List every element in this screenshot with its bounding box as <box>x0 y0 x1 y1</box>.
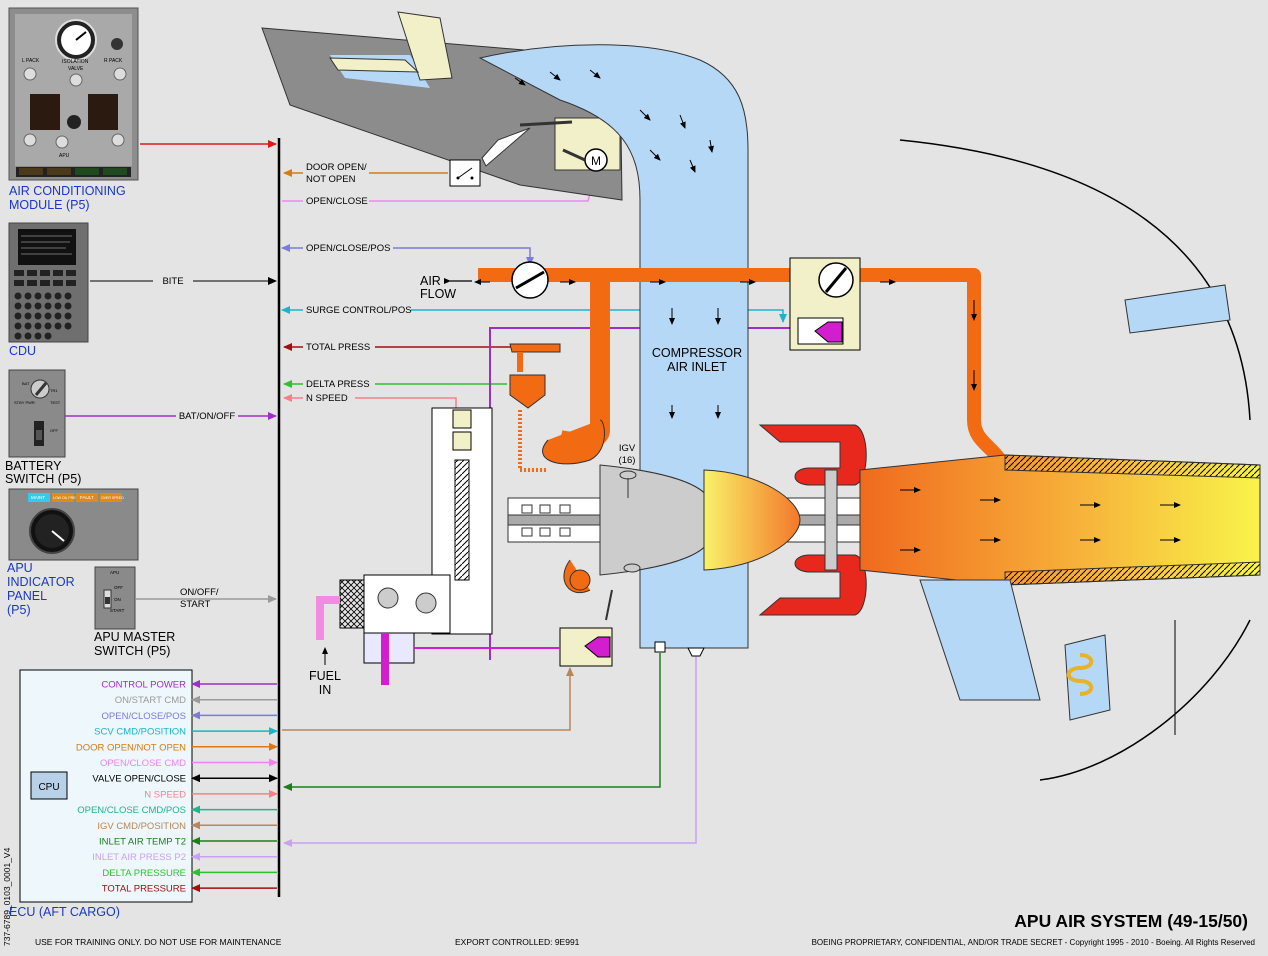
door-switch-icon <box>449 159 481 187</box>
maint-text: MAINT <box>31 495 45 500</box>
ecu-row-label: OPEN/CLOSE/POS <box>102 711 186 722</box>
ac-module-label-1: AIR CONDITIONING <box>9 184 126 198</box>
ecu-row-label: INLET AIR PRESS P2 <box>92 852 186 863</box>
fuel-filter-icon <box>339 579 365 629</box>
ecu-row-label: SCV CMD/POSITION <box>94 727 186 738</box>
door-open-label-1: DOOR OPEN/ <box>306 162 367 173</box>
r-pack-text: R PACK <box>104 58 123 64</box>
apu-panel-label-1: APU <box>7 561 33 575</box>
onoff-label-1: ON/OFF/ <box>180 587 219 598</box>
drive-gear-icon <box>415 592 437 614</box>
apu-master-switch-panel: APU OFF ON START APU MASTER SWITCH (P5) <box>94 566 175 658</box>
exhaust-duct <box>859 454 1261 586</box>
door-open-label-2: NOT OPEN <box>306 174 356 185</box>
footer-export-notice: EXPORT CONTROLLED: 9E991 <box>455 937 580 947</box>
tr1-text: TR1 <box>50 388 58 393</box>
bat-text: BAT <box>22 381 30 386</box>
ecu-row-label: CONTROL POWER <box>101 680 186 691</box>
bleed-air-duct: AIR FLOW <box>420 268 1006 594</box>
air-flow-label-1: AIR <box>420 274 441 288</box>
ecu-row-label: N SPEED <box>144 789 186 800</box>
motor-label: M <box>591 154 601 168</box>
ecu-signal-list: CONTROL POWER ON/START CMD OPEN/CLOSE/POS S… <box>76 680 278 895</box>
ecu-row-label: TOTAL PRESSURE <box>102 884 186 895</box>
ecu-box: CPU ECU (AFT CARGO) CONTROL POWER ON/STAR… <box>9 669 278 919</box>
ac-module-label-2: MODULE (P5) <box>9 198 90 212</box>
apu-panel-label-2: INDICATOR <box>7 575 75 589</box>
igv-label-1: IGV <box>619 443 636 454</box>
igv-label-2: (16) <box>619 455 636 466</box>
nacelle-lower-outline <box>1039 619 1251 781</box>
bat-label: BAT/ON/OFF <box>179 411 235 422</box>
fault-text: FAULT <box>80 495 94 500</box>
battery-switch-panel: BAT TR1 STBY PWR TEST OFF BATTERY SWITCH… <box>5 369 81 486</box>
cdu-label: CDU <box>9 344 36 358</box>
battery-label-1: BATTERY <box>5 459 62 473</box>
ecu-row-label: INLET AIR TEMP T2 <box>99 837 186 848</box>
ecu-row-label: OPEN/CLOSE CMD/POS <box>77 805 186 816</box>
open-close-label: OPEN/CLOSE <box>306 196 368 207</box>
bite-label: BITE <box>162 276 183 287</box>
air-flow-label-2: FLOW <box>420 287 456 301</box>
l-pack-text: L PACK <box>22 58 40 64</box>
ecu-row-label: DOOR OPEN/NOT OPEN <box>76 742 186 753</box>
open-close-pos-label: OPEN/CLOSE/POS <box>306 243 390 254</box>
cpu-label: CPU <box>38 782 59 793</box>
fuel-label-2: IN <box>319 683 332 697</box>
cooling-air-duct <box>1124 284 1231 334</box>
battery-label-2: SWITCH (P5) <box>5 472 81 486</box>
master-on-text: ON <box>114 597 121 602</box>
fuel-label-1: FUEL <box>309 669 341 683</box>
diagram-title: APU AIR SYSTEM (49-15/50) <box>1014 911 1248 931</box>
ecu-row-label: ON/START CMD <box>115 695 186 706</box>
inlet-pressure-sensor-icon <box>687 647 705 657</box>
test-text: TEST <box>50 400 61 405</box>
nacelle-upper-outline <box>899 139 1251 421</box>
master-apu-text: APU <box>110 570 119 575</box>
fuel-control-unit: FUEL IN <box>309 407 560 697</box>
cdu-panel: CDU <box>8 222 89 358</box>
ecu-row-label: DELTA PRESSURE <box>102 868 186 879</box>
stby-pwr-text: STBY PWR <box>14 400 35 405</box>
overspeed-text: OVER SPEED <box>101 496 124 500</box>
igv-actuator: IGV (16) <box>559 443 641 667</box>
ecu-label: ECU (AFT CARGO) <box>9 905 120 919</box>
maint-light <box>28 493 50 502</box>
cpu-box <box>30 771 68 800</box>
valve-text: VALVE <box>68 66 84 72</box>
inlet-label-2: AIR INLET <box>667 360 727 374</box>
n-speed-label: N SPEED <box>306 393 348 404</box>
inlet-label-1: COMPRESSOR <box>652 346 742 360</box>
apu-bleed-text: APU <box>59 153 70 159</box>
surge-control-valve <box>789 257 861 351</box>
document-id: 737-6789_0103_0001_V4 <box>2 847 12 946</box>
ecu-row-label: OPEN/CLOSE CMD <box>100 758 186 769</box>
fuel-pump-gear-icon <box>377 587 399 609</box>
footer-copyright: BOEING PROPRIETARY, CONFIDENTIAL, AND/OR… <box>812 938 1255 947</box>
apu-panel-label-4: (P5) <box>7 603 31 617</box>
inlet-temp-sensor-icon <box>654 641 666 653</box>
master-off-text: OFF <box>114 585 123 590</box>
apu-indicator-panel: MAINT LOW OIL PRESSURE FAULT OVER SPEED … <box>7 488 139 617</box>
ecu-row-label: IGV CMD/POSITION <box>97 821 186 832</box>
ecu-row-label: VALVE OPEN/CLOSE <box>92 774 186 785</box>
apu-panel-label-3: PANEL <box>7 589 47 603</box>
master-start-text: START <box>110 608 125 613</box>
off-text: OFF <box>50 428 59 433</box>
onoff-label-2: START <box>180 599 210 610</box>
low-oil-text: LOW OIL PRESSURE <box>53 496 88 500</box>
delta-press-label: DELTA PRESS <box>306 379 370 390</box>
master-label-1: APU MASTER <box>94 630 175 644</box>
master-label-2: SWITCH (P5) <box>94 644 170 658</box>
combustor <box>758 424 867 616</box>
isolation-text: ISOLATION <box>62 59 89 65</box>
eductor-air-inlet <box>919 579 1041 701</box>
oil-cooler <box>1064 634 1111 721</box>
total-press-label: TOTAL PRESS <box>306 342 370 353</box>
surge-label: SURGE CONTROL/POS <box>306 305 412 316</box>
footer-training-notice: USE FOR TRAINING ONLY. DO NOT USE FOR MA… <box>35 937 282 947</box>
air-conditioning-module: L PACK R PACK ISOLATION VALVE APU AIR CO… <box>8 7 139 212</box>
